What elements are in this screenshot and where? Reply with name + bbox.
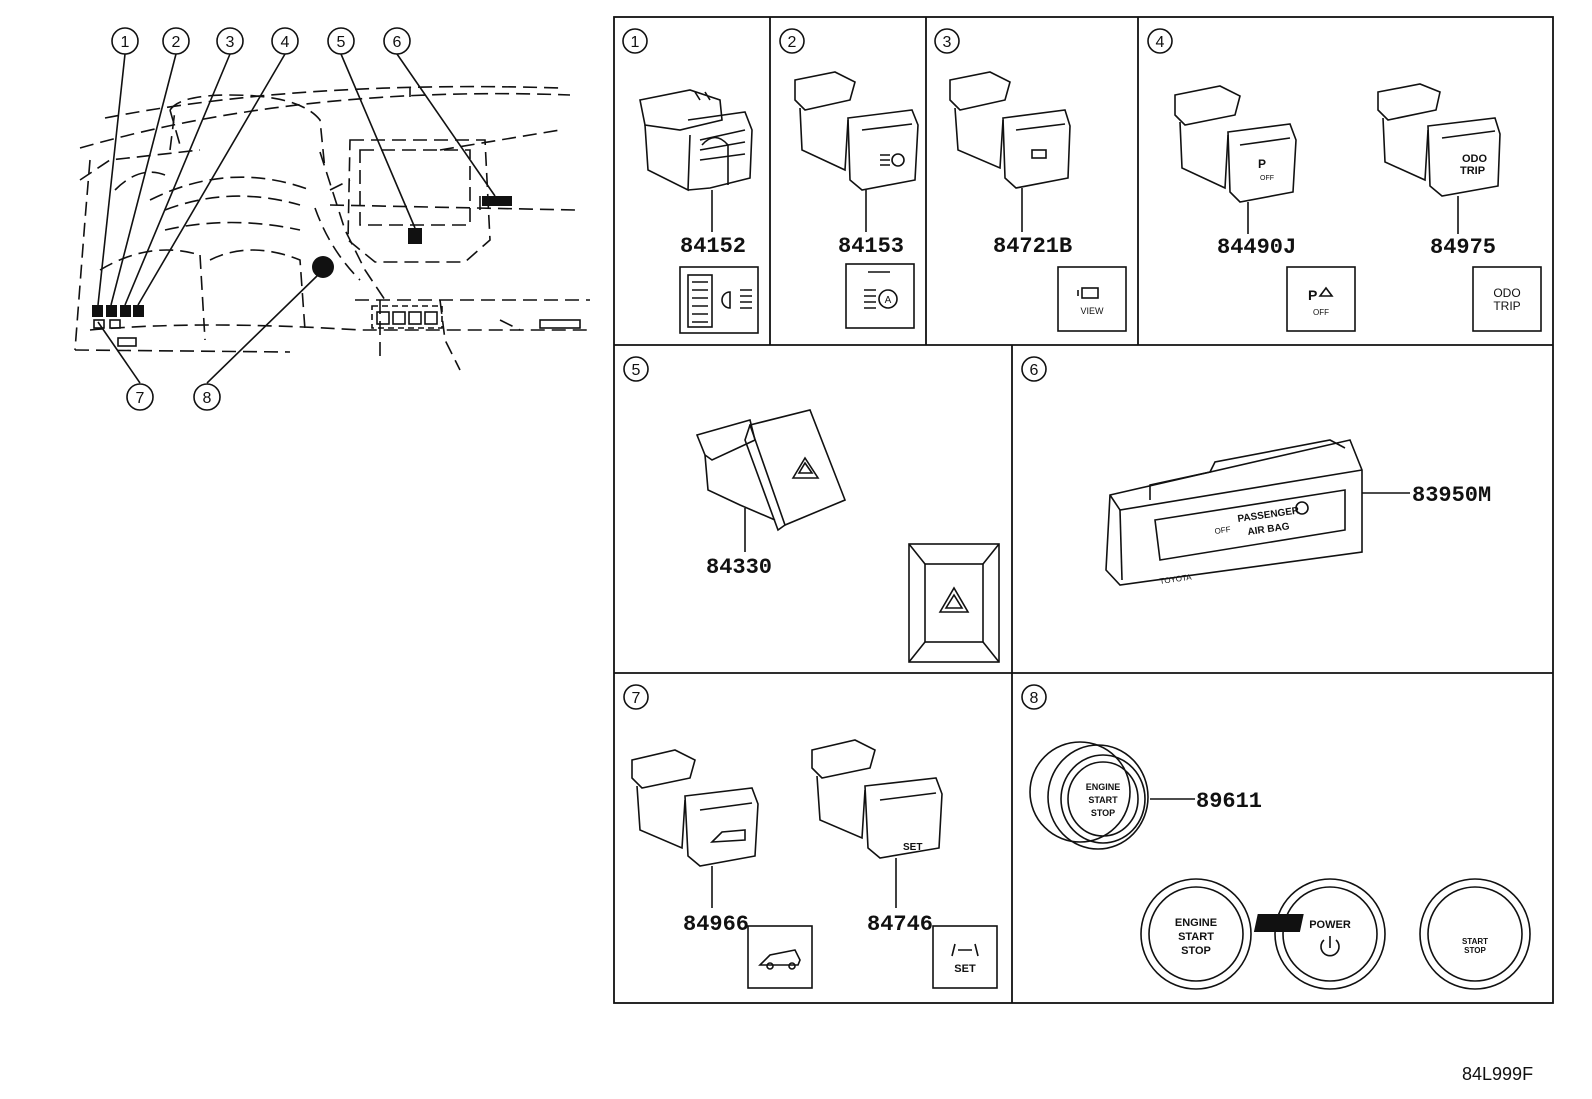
panel-5: 5 84330 <box>623 356 1000 663</box>
panel-1: 1 84152 <box>622 28 759 334</box>
svg-text:4: 4 <box>281 34 290 51</box>
part-number-84490J: 84490J <box>1217 235 1296 260</box>
svg-text:TRIP: TRIP <box>1493 299 1520 313</box>
svg-text:ODO: ODO <box>1493 286 1520 300</box>
part-number-84153: 84153 <box>838 234 904 259</box>
part-number-84966: 84966 <box>683 912 749 937</box>
dash-callout-5: 5 <box>327 27 355 55</box>
svg-text:OFF: OFF <box>1260 175 1274 182</box>
cruise-set-icon: SET <box>932 925 998 989</box>
dashboard-overview: 1 2 3 4 5 6 7 8 <box>74 27 590 411</box>
switch-84153-drawing <box>794 71 919 191</box>
part-number-84721B: 84721B <box>993 234 1072 259</box>
svg-text:STOP: STOP <box>1181 945 1211 957</box>
svg-text:3: 3 <box>943 34 952 51</box>
svg-text:7: 7 <box>632 690 641 707</box>
odo-trip-icon: ODO TRIP <box>1472 266 1542 332</box>
svg-text:TOYOTA: TOYOTA <box>1159 573 1193 586</box>
engine-start-icon: ENGINE START STOP <box>1140 878 1252 990</box>
camera-view-icon: VIEW <box>1057 266 1127 332</box>
hazard-icon <box>908 543 1000 663</box>
svg-text:STOP: STOP <box>1464 946 1486 955</box>
power-icon: POWER <box>1274 878 1386 990</box>
svg-text:PASSENGER: PASSENGER <box>1237 505 1301 525</box>
dash-callout-2: 2 <box>162 27 190 55</box>
svg-text:4: 4 <box>1156 34 1165 51</box>
svg-text:TRIP: TRIP <box>1460 165 1485 177</box>
dash-callout-3: 3 <box>216 27 244 55</box>
tailgate-icon <box>747 925 813 989</box>
switch-84966-drawing <box>631 749 759 867</box>
part-number-83950M: 83950M <box>1412 483 1491 508</box>
switch-84330-drawing <box>695 409 847 532</box>
dash-callout-7: 7 <box>126 383 154 411</box>
gr-start-icon: GR START STOP <box>1253 878 1531 990</box>
svg-text:SET: SET <box>903 842 922 853</box>
svg-text:8: 8 <box>1030 690 1039 707</box>
part-number-89611: 89611 <box>1196 789 1262 814</box>
dash-callout-1: 1 <box>111 27 139 55</box>
dash-callout-6: 6 <box>383 27 411 55</box>
panel-3: 3 84721B VIEW <box>934 28 1127 332</box>
svg-text:OFF: OFF <box>1313 308 1329 317</box>
switch-84721B-drawing <box>949 71 1071 189</box>
svg-text:1: 1 <box>121 34 130 51</box>
svg-text:GR: GR <box>1462 915 1484 931</box>
dimmer-icon <box>679 266 759 334</box>
dash-callout-8: 8 <box>193 383 221 411</box>
svg-text:VIEW: VIEW <box>1080 306 1104 316</box>
switch-84490J-drawing: P OFF <box>1174 85 1297 203</box>
svg-text:ENGINE: ENGINE <box>1086 782 1121 792</box>
headlamp-auto-icon: A <box>845 263 915 329</box>
svg-text:SET: SET <box>954 963 976 975</box>
svg-text:7: 7 <box>136 390 145 407</box>
dash-callout-4: 4 <box>271 27 299 55</box>
svg-text:6: 6 <box>393 34 402 51</box>
part-number-84152: 84152 <box>680 234 746 259</box>
svg-text:START: START <box>1088 795 1118 805</box>
svg-text:2: 2 <box>172 34 181 51</box>
switch-84152-drawing <box>639 89 753 192</box>
svg-text:STOP: STOP <box>1091 808 1115 818</box>
svg-text:ENGINE: ENGINE <box>1175 917 1217 929</box>
panel-8: 8 ENGINE START STOP 89611 ENGINE START S… <box>1021 684 1531 990</box>
part-number-84330: 84330 <box>706 555 772 580</box>
part-number-84746: 84746 <box>867 912 933 937</box>
panel-2: 2 84153 A <box>779 28 919 329</box>
engine-start-button-drawing: ENGINE START STOP <box>1029 741 1149 850</box>
switch-84975-drawing: ODO TRIP <box>1377 83 1501 197</box>
parking-sensor-off-icon: P OFF <box>1286 266 1356 332</box>
svg-text:ODO: ODO <box>1462 153 1488 165</box>
svg-text:6: 6 <box>1030 362 1039 379</box>
svg-text:5: 5 <box>632 362 641 379</box>
panel-4: 4 P OFF 84490J P OFF ODO TRIP 84975 <box>1147 28 1542 332</box>
svg-text:2: 2 <box>788 34 797 51</box>
figure-code: 84L999F <box>1462 1064 1534 1084</box>
svg-text:P: P <box>1258 157 1266 171</box>
panel-7: 7 84966 SET 84746 SET <box>623 684 998 989</box>
part-number-84975: 84975 <box>1430 235 1496 260</box>
svg-text:5: 5 <box>337 34 346 51</box>
switch-84746-drawing: SET <box>811 739 943 859</box>
svg-text:AIR BAG: AIR BAG <box>1247 521 1291 538</box>
svg-text:OFF: OFF <box>1214 525 1231 536</box>
svg-text:A: A <box>885 295 892 306</box>
svg-text:P: P <box>1308 287 1317 303</box>
panel-grid <box>613 16 1554 1004</box>
panel-6: 6 PASSENGER AIR BAG OFF TOYOTA 83950M <box>1021 356 1491 586</box>
airbag-indicator-drawing: PASSENGER AIR BAG OFF TOYOTA <box>1105 439 1363 586</box>
svg-text:START: START <box>1178 931 1214 943</box>
svg-text:START: START <box>1462 937 1488 946</box>
svg-text:3: 3 <box>226 34 235 51</box>
svg-text:8: 8 <box>203 390 212 407</box>
svg-text:POWER: POWER <box>1309 919 1351 931</box>
svg-text:1: 1 <box>631 34 640 51</box>
